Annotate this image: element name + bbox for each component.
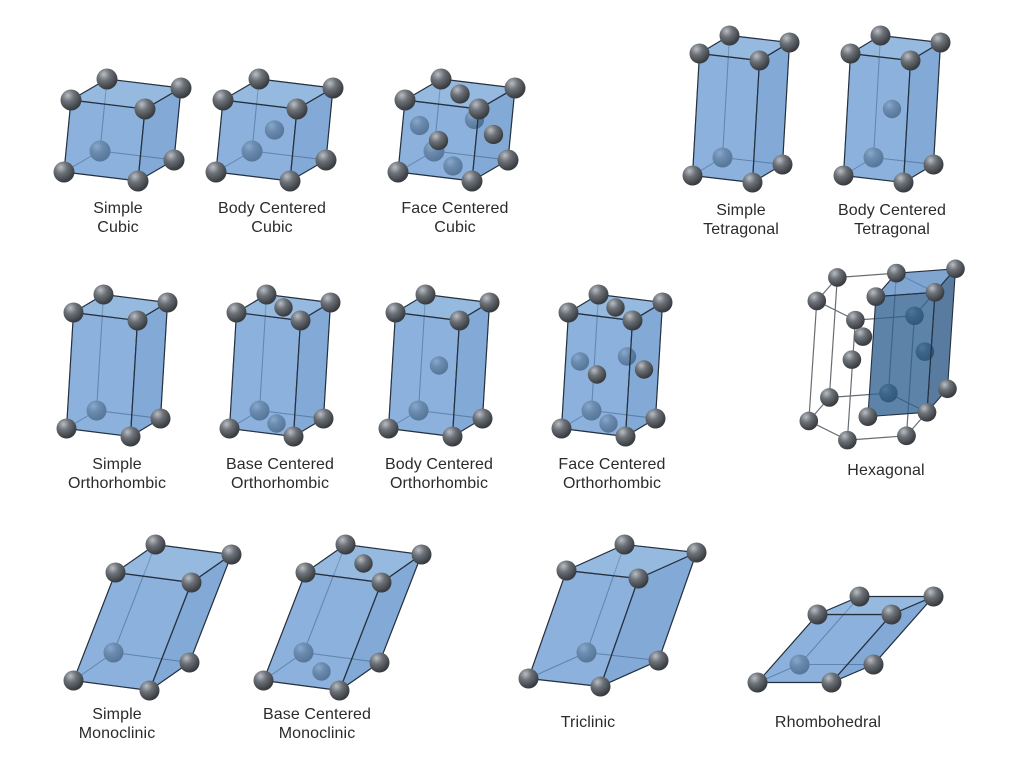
label-line-1: Face Centered [558, 456, 666, 473]
label-line-2: Orthorhombic [230, 475, 330, 492]
label-line-1: Body Centered [384, 456, 494, 473]
base-centered-monoclinic-unit-cell-drawing [253, 534, 431, 700]
lattice-simple-orthorhombic: Simple Orthorhombic [27, 282, 207, 502]
body-centered-tetragonal-unit-cell-drawing [833, 25, 950, 192]
label-line-2: Tetragonal [854, 221, 930, 238]
label-line-2: Orthorhombic [67, 475, 167, 492]
lattice-label: Body Centered Orthorhombic [349, 455, 529, 493]
label-line-2: Monoclinic [78, 725, 156, 742]
lattice-face-centered-orthorhombic: Face Centered Orthorhombic [522, 282, 702, 502]
lattice-simple-monoclinic: Simple Monoclinic [27, 532, 241, 752]
lattice-body-centered-cubic: Body Centered Cubic [182, 66, 362, 245]
lattice-label: Simple Tetragonal [651, 201, 831, 239]
lattice-label: Simple Monoclinic [27, 705, 207, 743]
label-line-1: Simple [92, 456, 142, 473]
label-line-2: Cubic [251, 219, 293, 236]
lattice-simple-cubic: Simple Cubic [28, 66, 208, 245]
label-line-1: Rhombohedral [774, 714, 882, 731]
label-line-1: Face Centered [401, 200, 509, 217]
label-line-1: Base Centered [262, 706, 372, 723]
label-line-1: Simple [716, 202, 766, 219]
lattice-base-centered-orthorhombic: Base Centered Orthorhombic [190, 282, 370, 502]
body-centered-orthorhombic-unit-cell-drawing [378, 284, 499, 446]
lattice-body-centered-orthorhombic: Body Centered Orthorhombic [349, 282, 529, 502]
label-line-1: Simple [93, 200, 143, 217]
lattice-label: Hexagonal [796, 461, 976, 480]
rhombohedral-unit-cell-drawing [747, 586, 943, 692]
simple-tetragonal-unit-cell-drawing [682, 25, 799, 192]
face-centered-orthorhombic-unit-cell-drawing [551, 284, 672, 446]
label-line-2: Tetragonal [703, 221, 779, 238]
lattice-label: Body Centered Cubic [182, 199, 362, 237]
simple-orthorhombic-unit-cell-drawing [56, 284, 177, 446]
lattice-body-centered-tetragonal: Body Centered Tetragonal [802, 23, 982, 248]
lattice-face-centered-cubic: Face Centered Cubic [365, 66, 545, 245]
label-line-1: Simple [92, 706, 142, 723]
label-line-1: Body Centered [217, 200, 327, 217]
lattice-label: Rhombohedral [738, 713, 918, 732]
simple-cubic-unit-cell-drawing [53, 68, 192, 192]
hexagonal-unit-cell-drawing [799, 259, 965, 450]
lattice-label: Simple Orthorhombic [27, 455, 207, 493]
lattice-base-centered-monoclinic: Base Centered Monoclinic [227, 532, 431, 752]
face-centered-cubic-unit-cell-drawing [387, 68, 526, 192]
simple-monoclinic-unit-cell-drawing [63, 534, 241, 700]
label-line-1: Body Centered [837, 202, 947, 219]
triclinic-unit-cell-drawing [518, 534, 706, 696]
lattice-label: Base Centered Monoclinic [227, 705, 407, 743]
lattice-simple-tetragonal: Simple Tetragonal [651, 23, 831, 248]
label-line-1: Base Centered [225, 456, 335, 473]
lattice-label: Base Centered Orthorhombic [190, 455, 370, 493]
base-centered-orthorhombic-unit-cell-drawing [219, 284, 340, 446]
label-line-2: Orthorhombic [389, 475, 489, 492]
label-line-2: Monoclinic [278, 725, 356, 742]
label-line-1: Triclinic [560, 714, 616, 731]
lattice-rhombohedral: Rhombohedral [738, 584, 943, 760]
lattice-label: Body Centered Tetragonal [802, 201, 982, 239]
lattice-label: Face Centered Cubic [365, 199, 545, 237]
lattice-label: Triclinic [498, 713, 678, 732]
lattice-label: Simple Cubic [28, 199, 208, 237]
label-line-1: Hexagonal [847, 461, 925, 479]
body-centered-cubic-unit-cell-drawing [205, 68, 344, 192]
lattice-hexagonal: Hexagonal [796, 257, 976, 507]
label-line-2: Cubic [434, 219, 476, 236]
lattice-label: Face Centered Orthorhombic [522, 455, 702, 493]
label-line-2: Orthorhombic [562, 475, 662, 492]
label-line-2: Cubic [97, 219, 139, 236]
lattice-triclinic: Triclinic [498, 532, 706, 760]
